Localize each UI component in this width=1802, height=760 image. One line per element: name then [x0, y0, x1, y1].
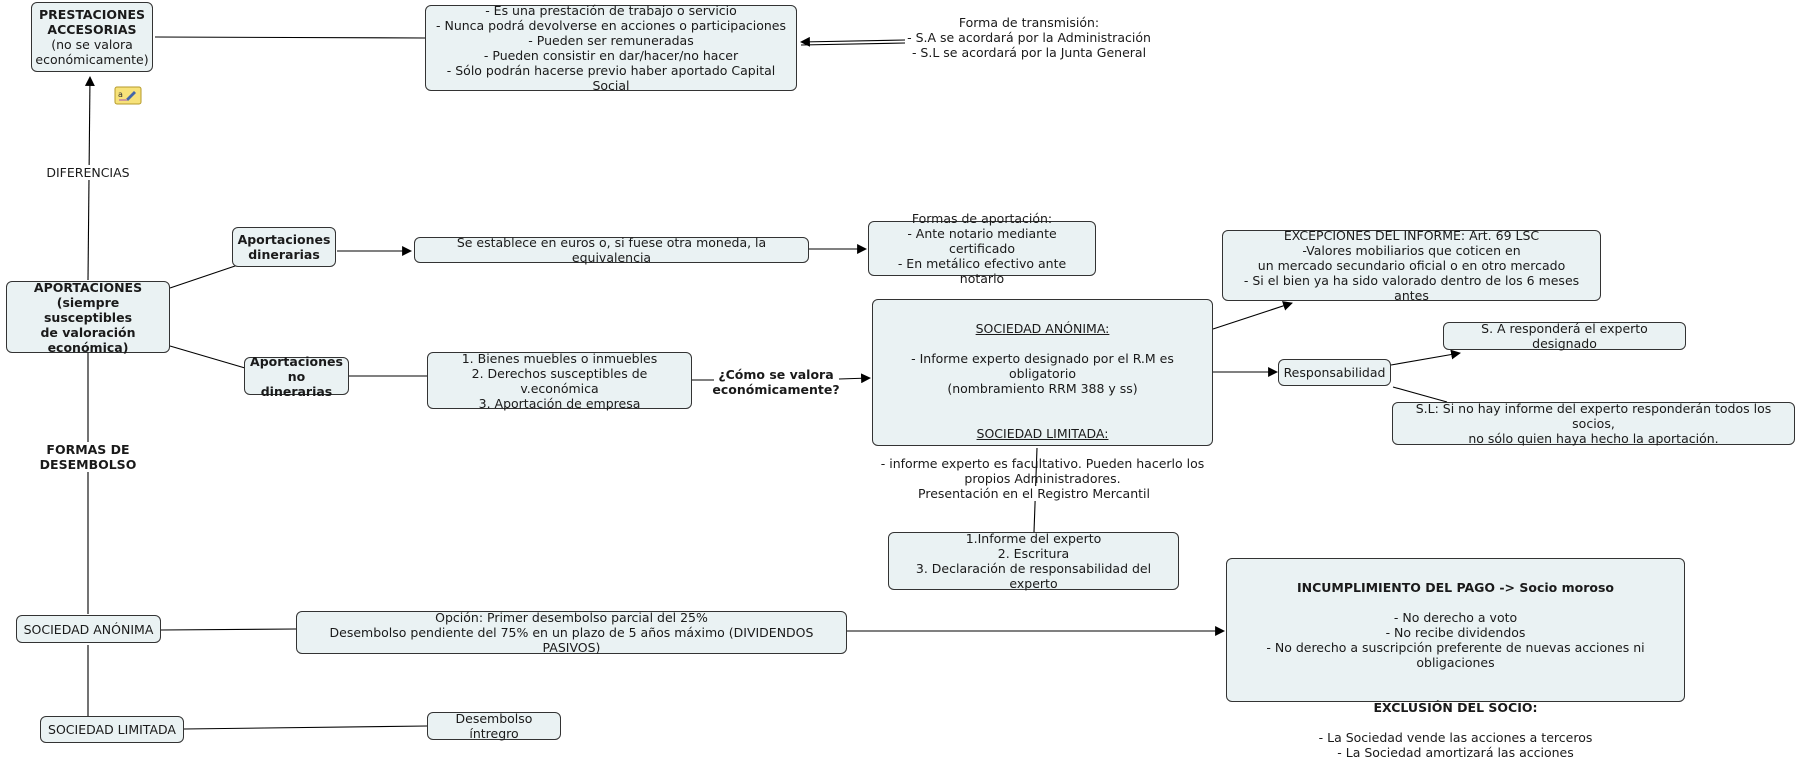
sl-responde-text: S.L: Si no hay informe del experto respo… — [1415, 401, 1772, 446]
desembolso-integro-node[interactable]: Desembolso íntregro — [427, 711, 561, 741]
sl-informe-title: SOCIEDAD LIMITADA: — [976, 426, 1109, 441]
incumplimiento-title: INCUMPLIMIENTO DEL PAGO -> Socio moroso — [1296, 580, 1615, 595]
registro-documentos-text: 1.Informe del experto 2. Escritura 3. De… — [915, 531, 1152, 591]
svg-text:a: a — [118, 90, 123, 99]
prestaciones-title: PRESTACIONES ACCESORIAS — [39, 7, 146, 37]
presentacion-registro-label: Presentación en el Registro Mercantil — [916, 486, 1152, 501]
prestaciones-detalle-node[interactable]: - Es una prestación de trabajo o servici… — [425, 3, 797, 93]
exclusion-title: EXCLUSIÓN DEL SOCIO: — [1373, 700, 1538, 715]
euros-node[interactable]: Se establece en euros o, si fuese otra m… — [414, 235, 809, 265]
sociedad-limitada-node[interactable]: SOCIEDAD LIMITADA — [40, 716, 184, 743]
prestaciones-accesorias-node[interactable]: PRESTACIONES ACCESORIAS(no se valora eco… — [31, 2, 153, 72]
responsabilidad-text: Responsabilidad — [1283, 365, 1386, 380]
aportaciones-no-dinerarias-text: Aportaciones no dinerarias — [250, 353, 343, 399]
forma-transmision-text: Forma de transmisión: - S.A se acordará … — [907, 15, 1151, 60]
formas-aportacion-node[interactable]: Formas de aportación: - Ante notario med… — [868, 211, 1096, 286]
desembolso-integro-text: Desembolso íntregro — [455, 711, 533, 741]
excepciones-informe-node[interactable]: EXCEPCIONES DEL INFORME: Art. 69 LSC -Va… — [1222, 228, 1601, 303]
sociedad-anonima-node[interactable]: SOCIEDAD ANÓNIMA — [16, 615, 161, 643]
note-icon[interactable]: a — [114, 86, 142, 105]
sl-responde-node[interactable]: S.L: Si no hay informe del experto respo… — [1392, 401, 1795, 446]
sa-informe-text: - Informe experto designado por el R.M e… — [911, 351, 1174, 396]
sl-informe-text: - informe experto es facultativo. Pueden… — [880, 456, 1205, 486]
exclusion-items: - La Sociedad vende las acciones a terce… — [1318, 730, 1593, 760]
sa-responde-node[interactable]: S. A responderá el experto designado — [1443, 321, 1686, 351]
aportaciones-no-dinerarias-node[interactable]: Aportaciones no dinerarias — [244, 354, 349, 399]
formas-aportacion-text: Formas de aportación: - Ante notario med… — [897, 211, 1067, 286]
bienes-node[interactable]: 1. Bienes muebles o inmuebles 2. Derecho… — [427, 350, 692, 411]
desembolso-parcial-text: Opción: Primer desembolso parcial del 25… — [329, 610, 814, 655]
diferencias-label: DIFERENCIAS — [42, 165, 134, 180]
formas-desembolso-label: FORMAS DE DESEMBOLSO — [0, 442, 176, 472]
desembolso-parcial-node[interactable]: Opción: Primer desembolso parcial del 25… — [296, 610, 847, 655]
prestaciones-detalle-text: - Es una prestación de trabajo o servici… — [435, 3, 787, 93]
incumplimiento-items: - No derecho a voto - No recibe dividend… — [1266, 610, 1645, 670]
sa-responde-text: S. A responderá el experto designado — [1481, 321, 1648, 351]
sociedades-informe-node[interactable]: SOCIEDAD ANÓNIMA: - Informe experto desi… — [872, 299, 1213, 486]
sociedad-anonima-text: SOCIEDAD ANÓNIMA — [23, 621, 154, 637]
sociedad-limitada-text: SOCIEDAD LIMITADA — [48, 722, 176, 737]
registro-documentos-node[interactable]: 1.Informe del experto 2. Escritura 3. De… — [888, 531, 1179, 591]
aportaciones-dinerarias-text: Aportaciones dinerarias — [237, 232, 331, 262]
aportaciones-dinerarias-node[interactable]: Aportaciones dinerarias — [232, 227, 336, 267]
euros-text: Se establece en euros o, si fuese otra m… — [456, 235, 767, 265]
aportaciones-node[interactable]: APORTACIONES (siempre susceptibles de va… — [6, 279, 170, 355]
como-valora-label: ¿Cómo se valora económicamente? — [712, 367, 840, 397]
sa-informe-title: SOCIEDAD ANÓNIMA: — [975, 321, 1110, 336]
bienes-text: 1. Bienes muebles o inmuebles 2. Derecho… — [461, 350, 658, 411]
excepciones-informe-text: EXCEPCIONES DEL INFORME: Art. 69 LSC -Va… — [1243, 228, 1580, 303]
connector-lines — [84, 36, 1461, 730]
incumplimiento-node[interactable]: INCUMPLIMIENTO DEL PAGO -> Socio moroso … — [1226, 558, 1685, 760]
responsabilidad-node[interactable]: Responsabilidad — [1278, 359, 1391, 386]
aportaciones-text: APORTACIONES (siempre susceptibles de va… — [33, 279, 143, 355]
prestaciones-subtitle: (no se valora económicamente) — [35, 37, 149, 67]
